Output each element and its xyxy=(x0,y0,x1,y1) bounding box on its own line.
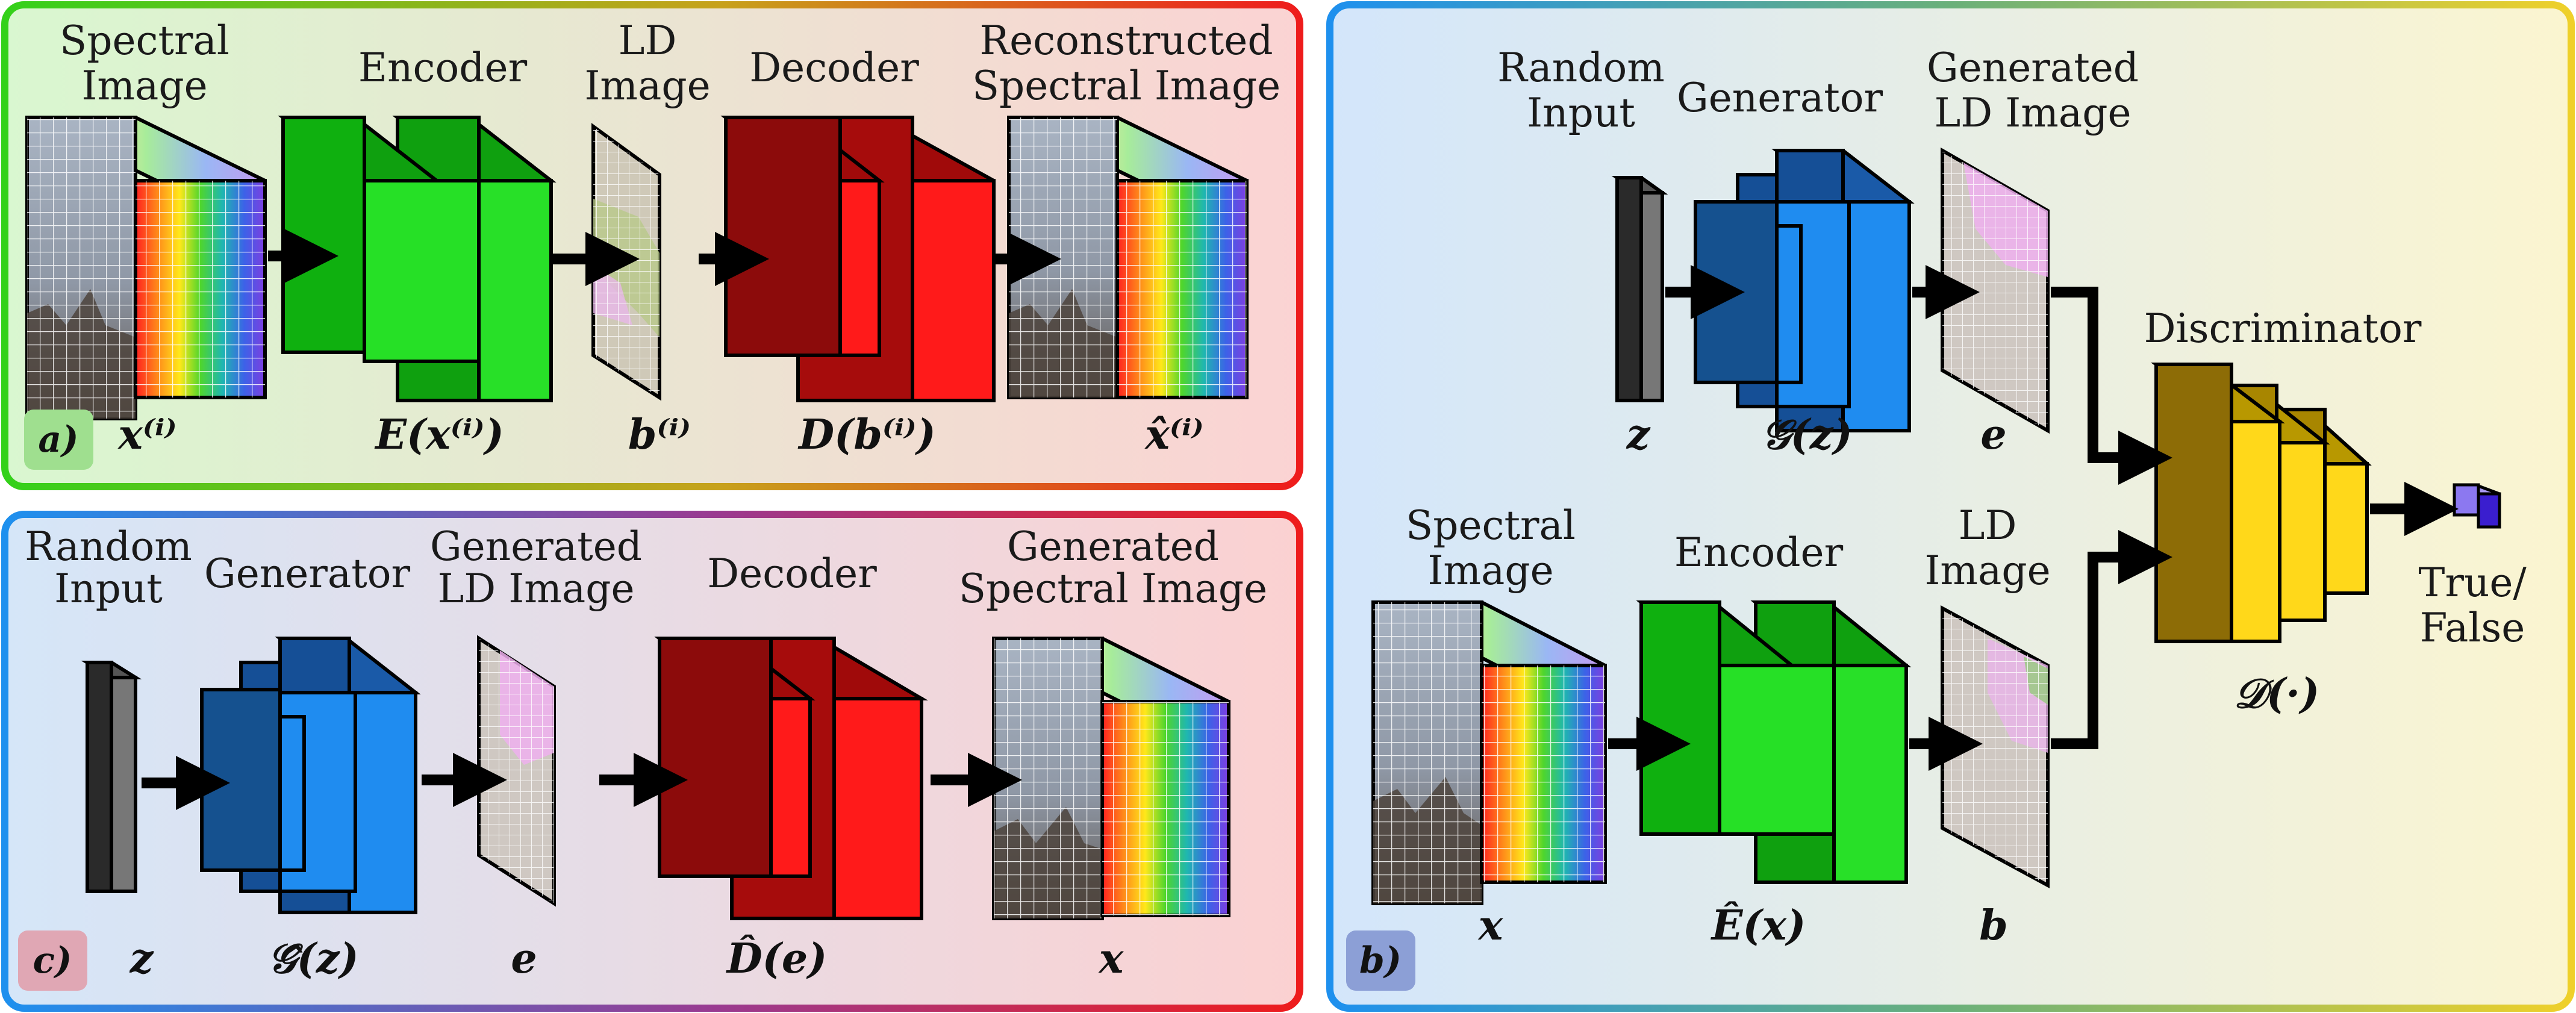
label-generated-ld-c-2: LD Image xyxy=(437,566,634,612)
label-encoder-b: Encoder xyxy=(1674,529,1844,576)
math-e-c: e xyxy=(511,935,537,983)
math-decoder-c: D̂(e) xyxy=(726,935,828,983)
label-generator-b: Generator xyxy=(1677,75,1883,121)
random-input-bar-c xyxy=(81,661,142,893)
math-generator-c: 𝒢̂(z) xyxy=(267,935,358,983)
label-encoder-a: Encoder xyxy=(358,45,528,91)
label-spectral-image-b-2: Image xyxy=(1427,547,1553,594)
ld-image-b xyxy=(1941,605,2050,889)
label-random-input-b: Random xyxy=(1497,45,1665,91)
arrows-c xyxy=(142,753,1022,810)
discriminator-block xyxy=(2151,363,2372,643)
label-generated-ld-c: Generated xyxy=(430,523,642,570)
label-random-input-c: Random xyxy=(25,523,192,570)
decoder-block-c xyxy=(654,637,929,920)
math-z-c: z xyxy=(129,935,154,983)
label-reconstructed-a: Reconstructed xyxy=(979,17,1273,64)
label-generated-ld-b: Generated xyxy=(1927,45,2139,91)
generated-ld-image-b xyxy=(1941,147,2050,434)
label-spectral-image-a: Spectral xyxy=(60,17,229,64)
math-x-a: x⁽ⁱ⁾ xyxy=(117,411,176,459)
tag-badge-b xyxy=(1346,930,1415,991)
tag-b: b) xyxy=(1359,940,1402,982)
math-decoder-a: D(b⁽ⁱ⁾) xyxy=(797,411,936,459)
math-x-b: x xyxy=(1477,902,1504,950)
arrows-b xyxy=(1608,265,2459,771)
generator-block-c xyxy=(200,637,421,914)
math-x-c: x xyxy=(1098,935,1124,983)
label-output: True/ xyxy=(2418,559,2527,606)
label-spectral-image-a-2: Image xyxy=(81,63,207,109)
label-ld-image-a: LD xyxy=(619,17,677,64)
generated-spectral-cube-c xyxy=(992,637,1230,920)
generated-ld-image-c xyxy=(477,635,556,907)
math-encoder-a: E(x⁽ⁱ⁾) xyxy=(374,411,504,459)
tag-a: a) xyxy=(38,419,78,461)
spectral-image-cube-a xyxy=(25,116,267,420)
label-generated-spectral-c: Generated xyxy=(1007,523,1219,570)
math-b-b: b xyxy=(1979,902,2008,950)
math-xhat-a: x̂⁽ⁱ⁾ xyxy=(1144,411,1203,459)
label-generated-spectral-c-2: Spectral Image xyxy=(959,566,1267,612)
math-b-a: b⁽ⁱ⁾ xyxy=(628,411,691,459)
label-reconstructed-a-2: Spectral Image xyxy=(972,63,1280,109)
label-random-input-c-2: Input xyxy=(54,566,163,612)
label-decoder-c: Decoder xyxy=(707,550,877,597)
label-ld-image-b-2: Image xyxy=(1924,547,2050,594)
random-input-bar-b xyxy=(1611,176,1668,402)
math-z-b: z xyxy=(1626,411,1651,459)
label-generated-ld-b-2: LD Image xyxy=(1934,90,2131,136)
tag-badge-a xyxy=(24,410,93,470)
panel-a: Spectral Image Encoder LD Image Decoder … xyxy=(1,1,1303,490)
label-ld-image-a-2: Image xyxy=(584,63,710,109)
label-random-input-b-2: Input xyxy=(1527,90,1635,136)
label-spectral-image-b: Spectral xyxy=(1406,502,1576,549)
tag-c: c) xyxy=(33,940,72,982)
label-output-2: False xyxy=(2420,605,2525,651)
math-generator-b: 𝒢(z) xyxy=(1761,411,1852,459)
math-e-b: e xyxy=(1980,411,2006,459)
arrows-a xyxy=(268,229,1061,286)
spectral-image-cube-b xyxy=(1371,600,1607,905)
panel-b: Random Input Generator Generated LD Imag… xyxy=(1326,1,2575,1012)
encoder-block-a xyxy=(278,116,557,402)
panel-c: Random Input Generator Generated LD Imag… xyxy=(1,511,1303,1012)
math-encoder-b: Ê(x) xyxy=(1711,902,1806,950)
tag-badge-c xyxy=(18,930,87,991)
math-discriminator: 𝒟(·) xyxy=(2234,670,2319,718)
label-ld-image-b: LD xyxy=(1959,502,2017,549)
label-discriminator: Discriminator xyxy=(2144,305,2422,352)
encoder-block-b xyxy=(1636,600,1912,884)
label-generator-c: Generator xyxy=(204,550,411,597)
generator-block-b xyxy=(1694,149,1915,432)
label-decoder-a: Decoder xyxy=(749,45,919,91)
